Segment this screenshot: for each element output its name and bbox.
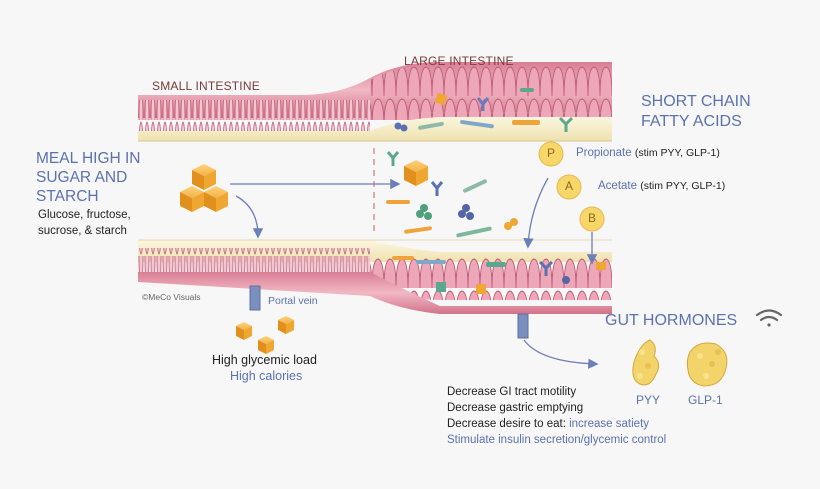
meal-heading-line3: STARCH [36, 188, 99, 205]
scfa-heading-line1: SHORT CHAIN [641, 93, 751, 110]
absorbed-sugar-cubes [236, 316, 294, 354]
copyright-label: ©MeCo Visuals [142, 292, 201, 302]
glp1-label: GLP-1 [688, 393, 723, 407]
acetate-name: Acetate [598, 180, 637, 192]
gut-hormones-heading: GUT HORMONES [605, 312, 738, 329]
lower-intestine-wall [138, 239, 612, 314]
propionate-note: (stim PYY, GLP-1) [634, 147, 720, 159]
propionate-row: Propionate (stim PYY, GLP-1) [576, 147, 720, 159]
effect-satiety: Decrease desire to eat: increase satiety [447, 416, 649, 432]
butyrate-badge [579, 206, 605, 232]
portal-vein-tube [249, 285, 261, 311]
effect-gastric-emptying: Decrease gastric emptying [447, 402, 584, 414]
large-intestine-label: LARGE INTESTINE [404, 54, 514, 68]
colon-vein-tube [517, 313, 529, 339]
meal-heading-line2: SUGAR AND [36, 169, 128, 186]
sugars-line1: Glucose, fructose, [38, 209, 131, 221]
scfa-heading-line2: FATTY ACIDS [641, 113, 742, 130]
pyy-molecule-icon [632, 339, 660, 386]
high-glycemic-label: High glycemic load [212, 353, 317, 367]
flow-arrows [230, 177, 599, 369]
effect-motility: Decrease GI tract motility [447, 386, 577, 398]
effect-satiety-suffix: increase satiety [569, 418, 650, 430]
small-intestine-label: SMALL INTESTINE [152, 79, 260, 93]
portal-vein-label: Portal vein [268, 295, 318, 307]
propionate-letter: P [546, 146, 555, 160]
acetate-letter: A [564, 179, 573, 193]
acetate-note: (stim PYY, GLP-1) [640, 180, 726, 192]
sugars-line2: sucrose, & starch [38, 225, 127, 237]
meal-heading-line1: MEAL HIGH IN [36, 150, 141, 167]
sugar-cube-large-intestine [404, 160, 428, 186]
high-calories-label: High calories [230, 369, 303, 383]
effect-insulin: Stimulate insulin secretion/glycemic con… [447, 434, 667, 446]
pyy-label: PYY [636, 393, 661, 407]
effect-satiety-prefix: Decrease desire to eat: [447, 418, 566, 430]
glp1-molecule-icon [686, 342, 728, 387]
acetate-row: Acetate (stim PYY, GLP-1) [598, 180, 725, 192]
butyrate-letter: B [587, 211, 596, 225]
wifi-signal-icon [755, 309, 783, 327]
upper-intestine-wall [138, 62, 612, 142]
sugar-cube-icon [180, 164, 228, 212]
acetate-badge [556, 174, 582, 200]
propionate-name: Propionate [576, 147, 632, 159]
gut-bacteria [386, 88, 606, 294]
propionate-badge [538, 141, 564, 167]
